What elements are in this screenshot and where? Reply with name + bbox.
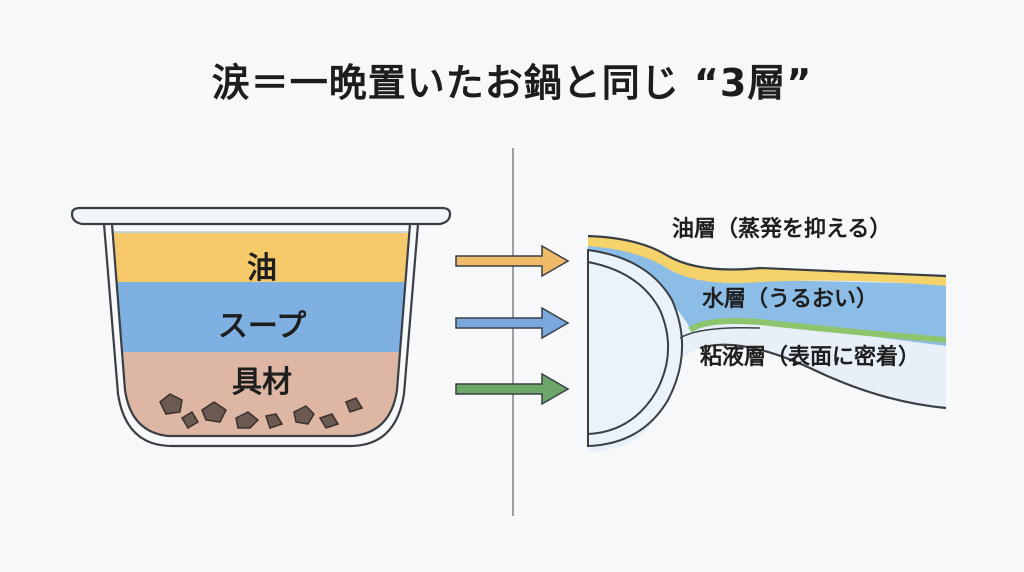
pot-label-oil: 油 — [247, 251, 277, 286]
water-arrow — [455, 306, 570, 340]
pot: 油 スープ 具材 — [70, 206, 452, 448]
pot-label-ingredients: 具材 — [232, 365, 292, 400]
tear-film — [587, 234, 947, 452]
pot-body — [110, 223, 412, 438]
mucus-arrow — [455, 372, 570, 406]
eye-layer-water — [588, 244, 946, 346]
eye-label-mucus: 粘液層（表面に密着） — [700, 344, 920, 370]
eye-mucin-line — [688, 318, 947, 343]
pot-layer-soup — [112, 282, 410, 352]
pot-label-soup: スープ — [218, 309, 307, 344]
eye-label-oil: 油層（蒸発を抑える） — [672, 217, 891, 242]
oil-arrow — [455, 244, 570, 278]
pot-layer-ingredients — [112, 352, 410, 436]
eye-cornea — [587, 248, 684, 448]
eye-label-water: 水層（うるおい） — [702, 287, 878, 312]
mapping-arrows — [455, 244, 570, 406]
eye-layer-oil — [588, 236, 946, 286]
page-title: 涙＝一晩置いたお鍋と同じ “3層” — [211, 61, 813, 105]
pot-ingredient-chunks — [159, 393, 364, 430]
pot-layer-oil — [112, 232, 410, 282]
pot-rim — [70, 206, 452, 226]
